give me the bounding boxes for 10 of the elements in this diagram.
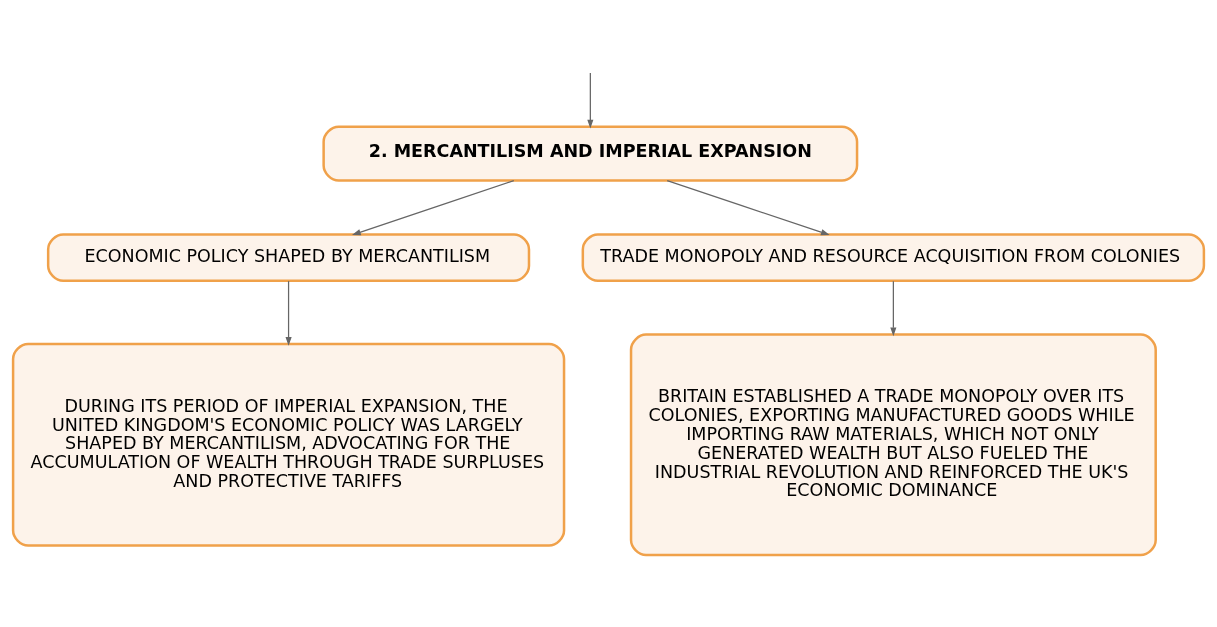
- node-box: 2. MERCANTILISM AND IMPERIAL EXPANSION: [322, 125, 859, 182]
- node-box: TRADE MONOPOLY AND RESOURCE ACQUISITION FROM COLONIES: [581, 233, 1206, 282]
- node-box: BRITAIN ESTABLISHED A TRADE MONOPOLY OVER ITS COLONIES, EXPORTING MANUFACTURED GOODS WHILE IMPORTING RAW MATERIALS, WHICH NOT ONLY GENERATED WEALTH BUT ALSO FUELED THE INDUSTRIAL REVOLUTION AND REINFORCED THE UK'S ECONOMIC DOMINANCE: [629, 333, 1157, 557]
- arrow: [285, 280, 292, 346]
- arrow: [666, 180, 830, 236]
- node-box: DURING ITS PERIOD OF IMPERIAL EXPANSION, THE UNITED KINGDOM'S ECONOMIC POLICY WAS LARGELY SHAPED BY MERCANTILISM, ADVOCATING FOR THE ACCUMULATION OF WEALTH THROUGH TRADE SURPLUSES AND PROTECTIVE TARIFFS: [11, 342, 566, 547]
- arrow: [890, 280, 897, 337]
- arrow: [352, 180, 515, 236]
- node-box: ECONOMIC POLICY SHAPED BY MERCANTILISM: [46, 233, 531, 282]
- arrow: [587, 72, 594, 129]
